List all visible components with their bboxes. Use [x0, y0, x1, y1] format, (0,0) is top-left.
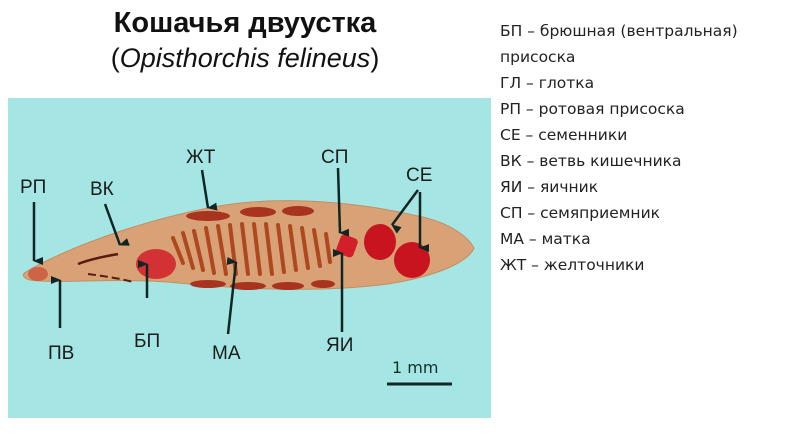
ventral-sucker [136, 249, 176, 279]
label-ma: МА [212, 343, 241, 364]
legend-item: ЖТ – желточники [500, 256, 645, 274]
worm-illustration [22, 167, 475, 386]
legend-item: СП – семяприемник [500, 204, 661, 222]
paren-open: ( [110, 43, 120, 73]
arrow-sp [336, 167, 350, 237]
latin-name: Opisthorchis felineus [119, 43, 371, 73]
legend-item: БП – брюшная (вентральная) [500, 22, 738, 40]
label-vk: ВК [90, 179, 114, 200]
arrow-vk [103, 203, 130, 246]
label-sp: СП [321, 147, 349, 168]
arrow-ma [226, 257, 238, 335]
legend-item: ЯИ – яичник [500, 178, 599, 196]
legend-item: СЕ – семенники [500, 126, 628, 144]
legend-item: РП – ротовая присоска [500, 100, 685, 118]
label-se: СЕ [406, 165, 433, 186]
legend-item: ГЛ – глотка [500, 74, 595, 92]
scale-bar-label: 1 mm [392, 358, 439, 377]
label-bp: БП [134, 331, 161, 352]
diagram-subtitle: (Opisthorchis felineus) [0, 42, 490, 74]
testis-anterior [364, 224, 396, 260]
arrow-zht [200, 169, 218, 211]
legend-item: ВК – ветвь кишечника [500, 152, 682, 170]
label-pv: ПВ [48, 343, 75, 364]
label-zht: ЖТ [186, 147, 216, 168]
legend-item: присоска [500, 48, 576, 66]
diagram-title: Кошачья двуустка [113, 7, 377, 39]
label-yai: ЯИ [326, 335, 354, 356]
oral-sucker [28, 267, 48, 281]
paren-close: ) [370, 43, 380, 73]
legend: БП – брюшная (вентральная) присоска ГЛ –… [500, 18, 800, 278]
label-rp: РП [20, 177, 47, 198]
specimen-photo-panel: РП ВК ЖТ СП СЕ ПВ БП МА ЯИ 1 mm [8, 98, 491, 418]
arrow-se1 [390, 189, 420, 234]
testis-posterior [394, 242, 430, 278]
legend-item: МА – матка [500, 230, 591, 248]
